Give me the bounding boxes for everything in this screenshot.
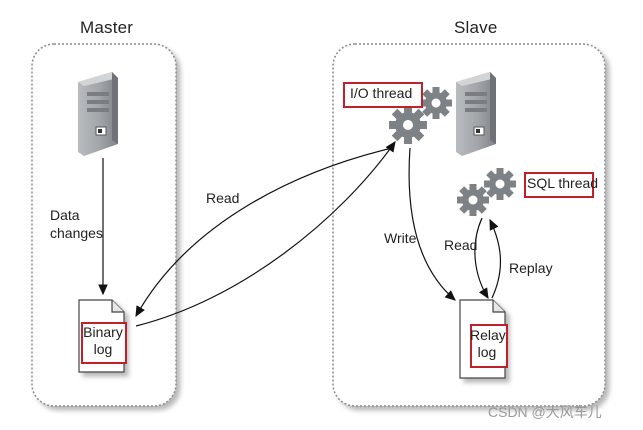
write-label: Write <box>384 230 417 246</box>
io-thread-label: I/O thread <box>350 85 413 101</box>
replay-label: Replay <box>509 260 553 276</box>
replay-arrow <box>489 218 501 299</box>
write-arrow <box>408 147 456 301</box>
sql-thread-label: SQL thread <box>527 175 599 191</box>
relay-log-box <box>470 324 508 368</box>
server-icon <box>78 72 118 156</box>
binary-log-box <box>81 322 127 364</box>
master-title: Master <box>80 18 134 37</box>
binary-log-label: Binary log <box>83 324 123 357</box>
center-read-label: Read <box>206 190 240 206</box>
gear-icon <box>484 168 516 200</box>
slave-title: Slave <box>454 18 498 37</box>
read-arrow-to-io-thread <box>135 141 396 327</box>
read-relay-arrow <box>474 217 489 300</box>
gear-icon <box>420 87 452 119</box>
relay-log-label: Relay log <box>470 327 506 360</box>
data-changes-label: Data changes <box>50 207 103 241</box>
gear-icon <box>389 106 427 144</box>
server-icon <box>456 72 496 156</box>
slave-read-label: Read <box>444 237 478 253</box>
watermark: CSDN @大风车儿 <box>488 404 602 420</box>
io-thread-box <box>343 82 423 108</box>
sql-thread-box <box>524 172 594 198</box>
arrows <box>98 141 501 327</box>
gear-icon <box>457 184 489 216</box>
read-arrow-to-binary-log <box>135 147 393 318</box>
